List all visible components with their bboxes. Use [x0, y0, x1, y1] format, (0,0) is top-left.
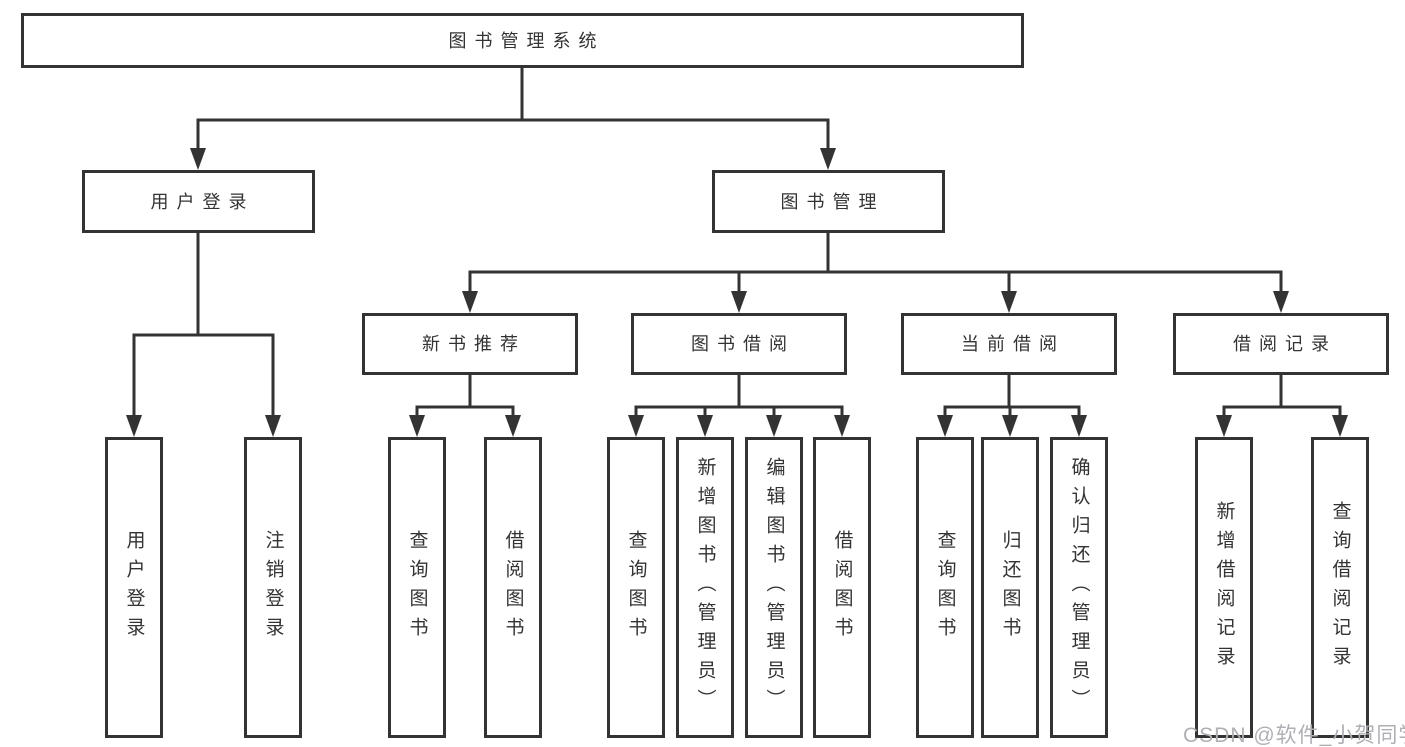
node-label: 用户登录 — [123, 529, 145, 646]
node-leaf-query-book-3: 查询图书 — [916, 437, 974, 738]
node-label: 借阅图书 — [502, 529, 524, 646]
arrow-down-icon — [1001, 291, 1017, 313]
node-label: 注销登录 — [262, 529, 284, 646]
node-leaf-query-book-2: 查询图书 — [607, 437, 665, 738]
node-label: 查询图书 — [625, 529, 647, 646]
connector-root-to-level1 — [190, 66, 836, 170]
node-label: 当前借阅 — [961, 334, 1065, 354]
node-label: 确认归还（管理员） — [1068, 457, 1090, 718]
node-leaf-user-login: 用户登录 — [105, 437, 163, 738]
connector-borrow-record-branch — [1216, 373, 1348, 437]
node-label: 查询图书 — [406, 529, 428, 646]
arrow-down-icon — [265, 415, 281, 437]
connector-book-borrow-branch — [628, 373, 850, 437]
node-book-mgmt: 图书管理 — [712, 170, 945, 233]
arrow-down-icon — [409, 415, 425, 437]
node-label: 查询图书 — [934, 529, 956, 646]
arrow-down-icon — [731, 291, 747, 313]
connector-current-borrow-branch — [937, 373, 1087, 437]
arrow-down-icon — [697, 415, 713, 437]
node-label: 新书推荐 — [422, 334, 526, 354]
node-root-system: 图书管理系统 — [21, 13, 1024, 68]
arrow-down-icon — [834, 415, 850, 437]
node-leaf-return-book: 归还图书 — [981, 437, 1039, 738]
arrow-down-icon — [190, 148, 206, 170]
node-leaf-query-borrow-record: 查询借阅记录 — [1311, 437, 1369, 738]
node-leaf-add-borrow-record: 新增借阅记录 — [1195, 437, 1253, 738]
arrow-down-icon — [628, 415, 644, 437]
arrow-down-icon — [1216, 415, 1232, 437]
node-borrow-record: 借阅记录 — [1173, 313, 1389, 375]
node-label: 新增图书（管理员） — [694, 457, 716, 718]
node-label: 用户登录 — [150, 191, 255, 212]
connector-book-mgmt-to-level2 — [462, 231, 1289, 313]
arrow-down-icon — [1071, 415, 1087, 437]
node-label: 图书借阅 — [691, 334, 795, 354]
node-leaf-borrow-book-1: 借阅图书 — [484, 437, 542, 738]
arrow-down-icon — [1332, 415, 1348, 437]
node-label: 新增借阅记录 — [1213, 500, 1235, 675]
node-label: 借阅记录 — [1233, 334, 1337, 354]
node-leaf-borrow-book-2: 借阅图书 — [813, 437, 871, 738]
node-leaf-edit-book-admin: 编辑图书（管理员） — [745, 437, 803, 738]
node-current-borrow: 当前借阅 — [901, 313, 1117, 375]
arrow-down-icon — [126, 415, 142, 437]
node-label: 归还图书 — [999, 529, 1021, 646]
csdn-watermark: CSDN @软件_小贺同学 — [1183, 724, 1405, 747]
node-label: 查询借阅记录 — [1329, 500, 1351, 675]
arrow-down-icon — [1002, 415, 1018, 437]
node-leaf-query-book-1: 查询图书 — [388, 437, 446, 738]
node-leaf-add-book-admin: 新增图书（管理员） — [676, 437, 734, 738]
node-book-borrow: 图书借阅 — [631, 313, 847, 375]
node-user-login: 用户登录 — [82, 170, 315, 233]
arrow-down-icon — [505, 415, 521, 437]
connector-user-login-branch — [126, 231, 281, 437]
node-leaf-logout: 注销登录 — [244, 437, 302, 738]
node-new-book-recommend: 新书推荐 — [362, 313, 578, 375]
arrow-down-icon — [766, 415, 782, 437]
arrow-down-icon — [1273, 291, 1289, 313]
node-label: 编辑图书（管理员） — [763, 457, 785, 718]
arrow-down-icon — [820, 148, 836, 170]
node-leaf-confirm-return-admin: 确认归还（管理员） — [1050, 437, 1108, 738]
node-label: 借阅图书 — [831, 529, 853, 646]
connector-new-book-branch — [409, 373, 521, 437]
arrow-down-icon — [937, 415, 953, 437]
node-label: 图书管理 — [780, 191, 885, 212]
arrow-down-icon — [462, 291, 478, 313]
node-label: 图书管理系统 — [448, 30, 605, 51]
